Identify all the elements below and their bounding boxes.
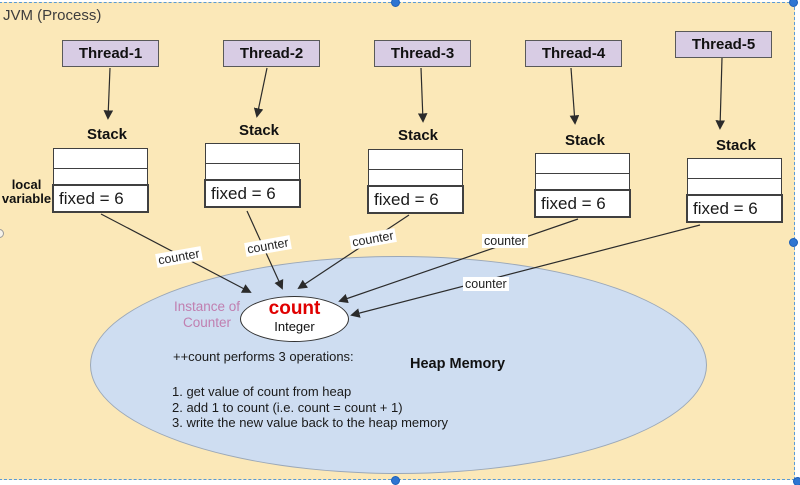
heap-operations-list: 1. get value of count from heap 2. add 1… [172, 384, 448, 431]
selection-handle-top-right[interactable] [789, 0, 798, 7]
stack-5-label: Stack [716, 137, 757, 154]
heap-step-2: 2. add 1 to count (i.e. count = count + … [172, 399, 403, 415]
count-name-label: count [268, 298, 321, 319]
thread-3-box: Thread-3 [374, 40, 471, 67]
selection-handle-bottom-right[interactable] [793, 477, 800, 485]
thread-2-box: Thread-2 [223, 40, 320, 67]
stack-2-label: Stack [239, 122, 280, 139]
stack-3-frame: fixed = 6 [367, 149, 464, 214]
stack-slot-empty [54, 169, 147, 185]
heap-step-3: 3. write the new value back to the heap … [172, 415, 449, 430]
stack-slot-empty [369, 170, 462, 186]
stack-slot-empty [688, 159, 781, 179]
count-type-label: Integer [274, 319, 315, 334]
count-object-ellipse: count Integer [240, 296, 349, 342]
instance-of-counter-label: Instance of Counter [166, 299, 248, 331]
counter-label-5: counter [463, 277, 509, 291]
stack-4-label: Stack [565, 132, 606, 149]
thread-4-box: Thread-4 [525, 40, 622, 67]
stack-slot-empty [206, 164, 299, 180]
stack-1-local-variable: fixed = 6 [52, 184, 149, 213]
stack-slot-empty [536, 174, 629, 190]
stack-4-frame: fixed = 6 [534, 153, 631, 218]
stack-slot-empty [54, 149, 147, 169]
stack-slot-empty [688, 179, 781, 195]
local-variable-line2: variable [1, 191, 52, 206]
instance-caption-line2: Counter [182, 315, 232, 330]
stack-slot-empty [536, 154, 629, 174]
selection-handle-bottom-center[interactable] [391, 476, 400, 485]
stack-5-frame: fixed = 6 [686, 158, 783, 223]
stack-3-local-variable: fixed = 6 [367, 185, 464, 214]
selection-handle-top-center[interactable] [391, 0, 400, 7]
stack-1-label: Stack [87, 126, 128, 143]
stack-1-frame: fixed = 6 [52, 148, 149, 213]
local-variable-line1: local [11, 177, 42, 192]
stack-2-frame: fixed = 6 [204, 143, 301, 208]
thread-1-box: Thread-1 [62, 40, 159, 67]
local-variable-label: local variable [0, 178, 53, 206]
selection-handle-right-center[interactable] [789, 238, 798, 247]
stack-2-local-variable: fixed = 6 [204, 179, 301, 208]
stack-5-local-variable: fixed = 6 [686, 194, 783, 223]
jvm-process-label: JVM (Process) [3, 7, 102, 24]
heap-memory-ellipse [90, 256, 707, 474]
heap-memory-label: Heap Memory [410, 356, 506, 372]
counter-label-4: counter [482, 234, 528, 248]
stack-3-label: Stack [398, 127, 439, 144]
instance-caption-line1: Instance of [173, 299, 241, 314]
stack-slot-empty [369, 150, 462, 170]
thread-5-box: Thread-5 [675, 31, 772, 58]
stack-slot-empty [206, 144, 299, 164]
stack-4-local-variable: fixed = 6 [534, 189, 631, 218]
heap-operations-intro: ++count performs 3 operations: [173, 349, 354, 364]
heap-step-1: 1. get value of count from heap [172, 384, 352, 399]
